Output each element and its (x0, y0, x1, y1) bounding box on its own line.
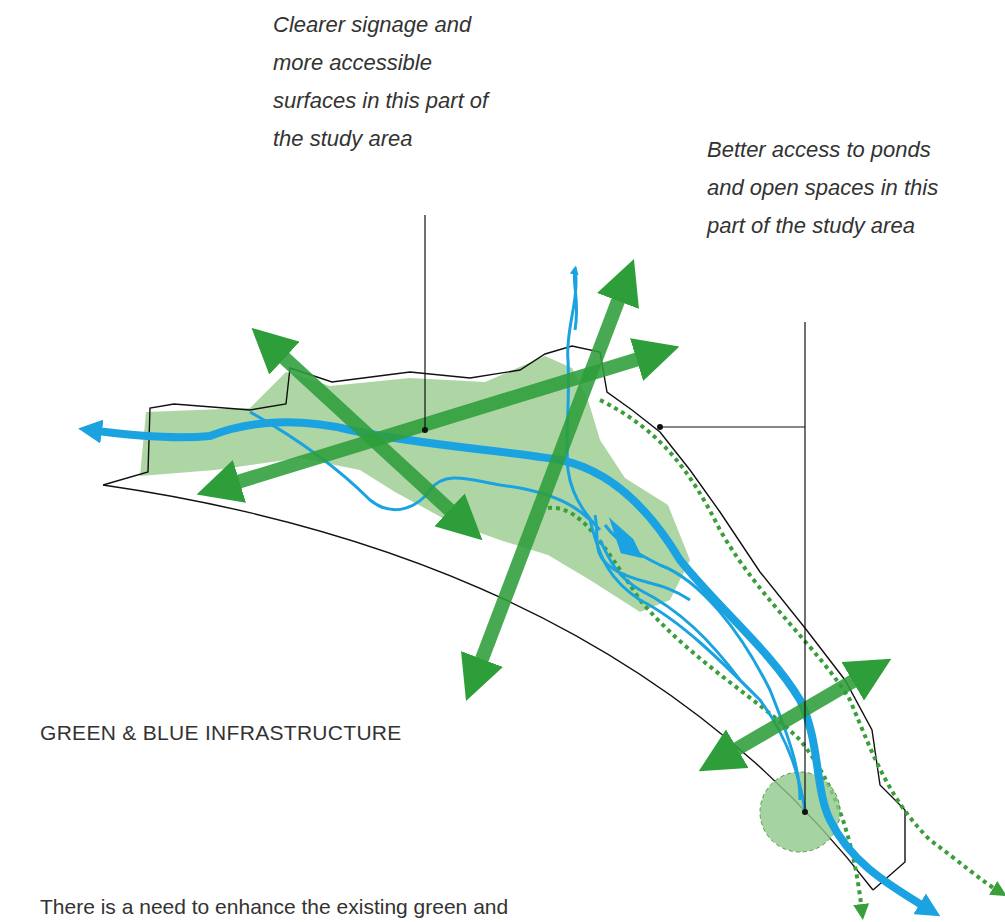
river-north (574, 270, 576, 330)
leader-dot (802, 809, 808, 815)
callout-note: Better access to ponds and open spaces i… (707, 131, 957, 245)
section-title: GREEN & BLUE INFRASTRUCTURE (40, 721, 402, 745)
main-river (90, 422, 930, 910)
green-links (218, 280, 872, 760)
leader-lines (425, 215, 805, 810)
leader-dot (657, 424, 663, 430)
leader-dot (422, 427, 428, 433)
body-text: There is a need to enhance the existing … (40, 895, 508, 919)
callout-note: Clearer signage and more accessible surf… (273, 6, 513, 158)
green-corridor-dotted (600, 400, 1000, 892)
